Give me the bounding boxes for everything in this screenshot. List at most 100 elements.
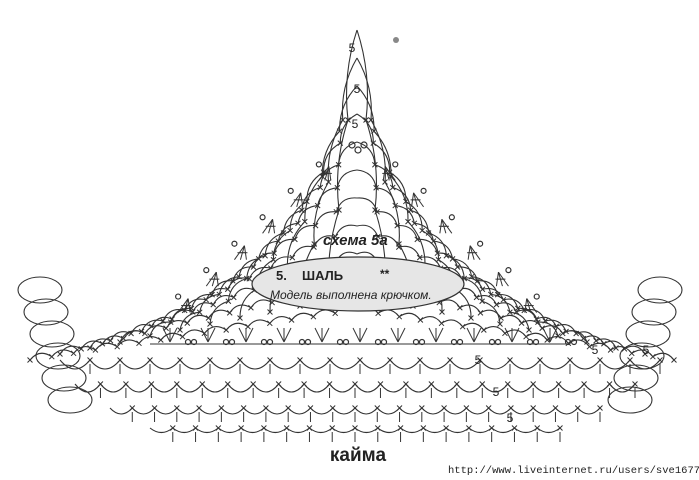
ch-stitch-circle xyxy=(392,161,399,168)
chain-loop xyxy=(233,287,255,298)
sc-stitch-mark xyxy=(148,323,155,330)
chain-loop xyxy=(376,407,400,415)
chain-loop xyxy=(354,427,379,434)
fan-stitch xyxy=(314,327,323,343)
sc-stitch-mark xyxy=(392,202,399,209)
chain-loop xyxy=(277,222,299,242)
chain-loop xyxy=(398,312,421,321)
sc-stitch-mark xyxy=(411,220,418,227)
chain-loop xyxy=(577,407,601,415)
side-loop-right xyxy=(613,364,659,392)
fan-stitch xyxy=(162,327,171,343)
sc-stitch-mark xyxy=(107,337,114,344)
sc-stitch-mark xyxy=(474,277,481,284)
sc-stitch-mark xyxy=(292,236,298,243)
chain-loop xyxy=(149,359,181,370)
sc-stitch-mark xyxy=(189,308,196,315)
sc-stitch-mark xyxy=(246,275,253,282)
sc-stitch-mark xyxy=(196,309,203,316)
chain-loop xyxy=(306,171,324,202)
sc-stitch-mark xyxy=(497,321,503,327)
sc-stitch-mark xyxy=(553,323,560,330)
sc-stitch-mark xyxy=(368,117,374,123)
chain-loop xyxy=(555,407,579,415)
chain-loop xyxy=(270,256,293,269)
oval-number: 5. xyxy=(276,268,287,283)
chain-loop xyxy=(252,252,275,268)
chain-loop xyxy=(599,359,631,370)
chain-loop xyxy=(131,407,155,415)
chain-loop xyxy=(336,169,358,188)
label-right-4: 5 xyxy=(592,343,599,357)
fan-stitch xyxy=(504,327,513,343)
chain-loop xyxy=(94,342,118,351)
ch-stitch-circle xyxy=(360,141,368,149)
ch-stitch-circle xyxy=(259,214,266,221)
sc-stitch-mark xyxy=(325,179,332,185)
side-loop-right xyxy=(637,276,683,304)
sc-stitch-mark xyxy=(210,301,217,308)
chain-loop xyxy=(209,300,229,325)
chain-loop xyxy=(345,29,358,121)
fan-stitch xyxy=(435,327,444,343)
sc-stitch-mark xyxy=(312,222,319,229)
sc-stitch-mark xyxy=(332,310,339,317)
chain-loop xyxy=(507,383,534,393)
sc-stitch-mark xyxy=(498,315,504,321)
label-tip-3: 5 xyxy=(352,117,359,131)
chain-loop xyxy=(509,311,530,331)
chain-loop xyxy=(536,316,557,327)
sc-stitch-mark xyxy=(248,304,254,311)
fan-stitch xyxy=(352,327,361,343)
side-loop-right xyxy=(625,320,671,348)
chain-loop xyxy=(395,205,415,224)
sc-stitch-mark xyxy=(363,117,369,123)
chain-loop xyxy=(390,176,409,222)
chain-loop xyxy=(339,113,358,144)
sc-stitch-mark xyxy=(473,294,480,301)
chain-loop xyxy=(186,314,209,324)
label-tip-1: 5 xyxy=(349,41,356,55)
chain-loop xyxy=(334,224,358,237)
sc-stitch-mark xyxy=(443,252,450,259)
sc-stitch-mark xyxy=(295,220,301,227)
sc-stitch-mark xyxy=(449,256,456,262)
chain-loop xyxy=(263,427,288,434)
sc-stitch-mark xyxy=(314,202,321,209)
ch-stitch-circle xyxy=(175,293,182,300)
fan-stitch xyxy=(238,327,247,343)
chain-loop xyxy=(510,407,534,415)
side-loop-left xyxy=(29,320,75,348)
sc-stitch-mark xyxy=(430,238,437,244)
sc-stitch-mark xyxy=(223,327,230,333)
chain-loop xyxy=(532,407,556,415)
sc-stitch-mark xyxy=(311,244,317,250)
chain-loop xyxy=(291,312,314,321)
sc-stitch-mark xyxy=(310,313,317,320)
sc-stitch-mark xyxy=(262,252,268,259)
chain-loop xyxy=(445,427,470,434)
sc-stitch-mark xyxy=(563,328,569,335)
chain-loop xyxy=(356,57,372,121)
chain-loop xyxy=(240,427,265,434)
chain-loop xyxy=(446,255,465,279)
chain-loop xyxy=(465,407,490,415)
sc-stitch-mark xyxy=(487,291,494,298)
chain-loop xyxy=(329,383,356,393)
chain-loop xyxy=(354,383,381,393)
chain-loop xyxy=(246,255,266,279)
chain-loop xyxy=(384,181,400,245)
sc-stitch-mark xyxy=(407,207,414,214)
sc-stitch-mark xyxy=(271,250,278,257)
sc-stitch-mark xyxy=(179,333,186,340)
chain-loop xyxy=(269,359,301,370)
chain-loop xyxy=(315,211,337,226)
sc-stitch-mark xyxy=(128,330,134,337)
side-loop-right xyxy=(607,386,653,414)
sc-stitch-mark xyxy=(304,198,310,205)
sc-stitch-mark xyxy=(454,264,461,270)
chain-loop xyxy=(310,407,334,415)
chain-loop xyxy=(192,302,214,313)
sc-stitch-mark xyxy=(289,254,296,261)
